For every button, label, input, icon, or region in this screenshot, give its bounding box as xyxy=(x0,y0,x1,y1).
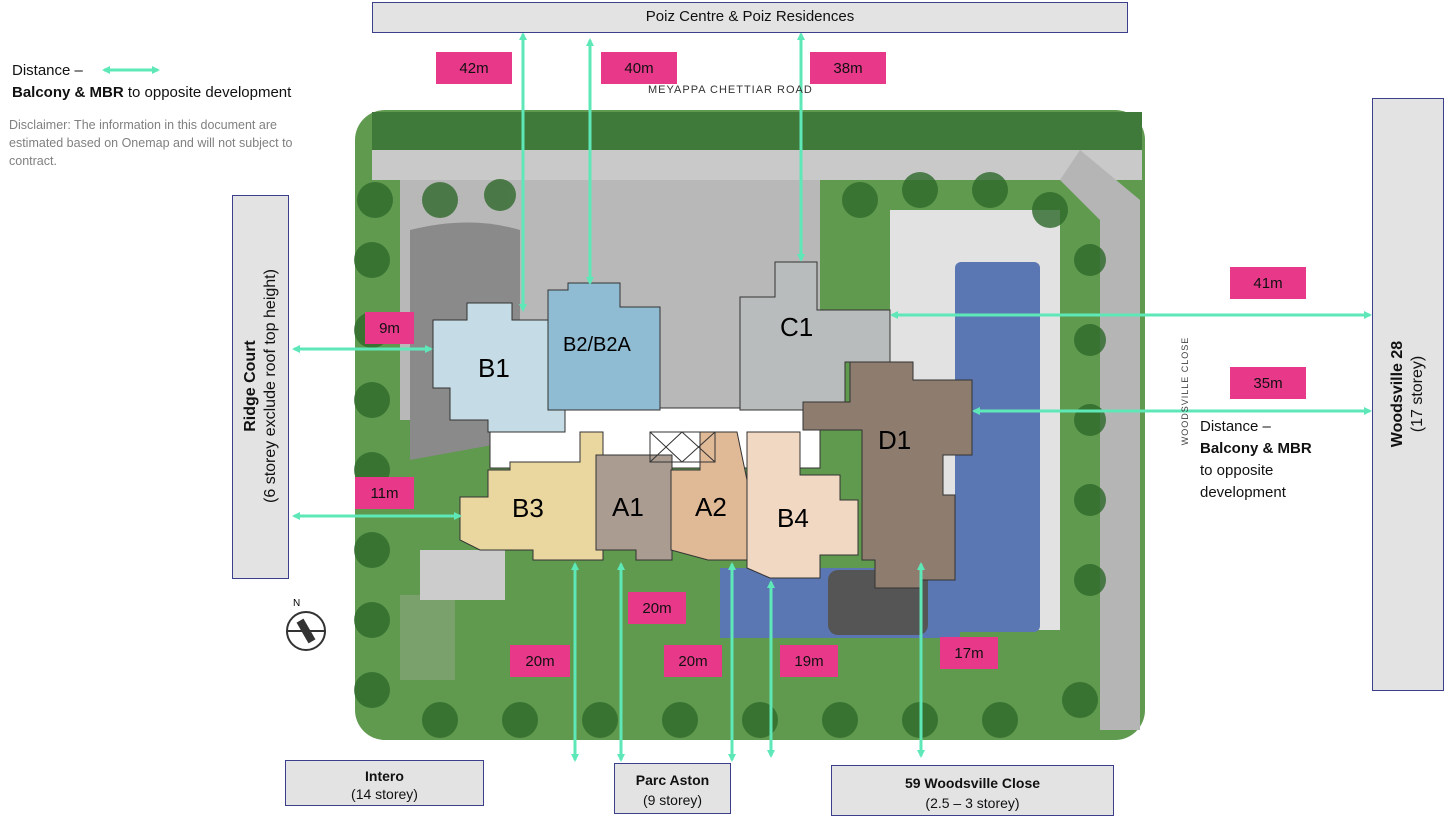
distance-tag-20m-c: 20m xyxy=(664,645,722,677)
road-top xyxy=(372,150,1142,180)
woodsville59-box: 59 Woodsville Close (2.5 – 3 storey) xyxy=(831,765,1114,816)
right-note: Distance – Balcony & MBR to opposite dev… xyxy=(1200,416,1312,504)
distance-tag-17m: 17m xyxy=(940,637,998,669)
legend-rest: to opposite development xyxy=(123,84,292,101)
distance-tag-9m: 9m xyxy=(365,312,414,344)
block-label-b3: B3 xyxy=(512,493,544,523)
intero-box: Intero (14 storey) xyxy=(285,760,484,806)
distance-tag-41m: 41m xyxy=(1230,267,1306,299)
right-note-line1: Distance – xyxy=(1200,418,1271,435)
parc-aston-name: Parc Aston xyxy=(635,772,710,788)
block-label-b4: B4 xyxy=(777,503,809,533)
distance-tag-42m: 42m xyxy=(436,52,512,84)
block-b2 xyxy=(547,282,661,411)
compass-icon xyxy=(286,611,326,651)
road-right xyxy=(1060,150,1140,730)
block-label-a1: A1 xyxy=(612,492,644,522)
woodsville59-name: 59 Woodsville Close xyxy=(904,775,1041,791)
legend: Distance – Balcony & MBR to opposite dev… xyxy=(12,60,291,104)
disclaimer: Disclaimer: The information in this docu… xyxy=(9,118,293,168)
road-top-label: MEYAPPA CHETTIAR ROAD xyxy=(648,84,813,96)
block-b4 xyxy=(746,431,859,579)
block-label-a2: A2 xyxy=(695,492,727,522)
distance-arrows xyxy=(102,32,1372,762)
block-label-b2: B2/B2A xyxy=(563,334,631,356)
right-note-line4: development xyxy=(1200,484,1286,501)
legend-bold: Balcony & MBR xyxy=(12,84,124,101)
block-label-b1: B1 xyxy=(478,353,510,383)
compass-label: N xyxy=(293,598,301,609)
pool xyxy=(955,262,1040,632)
distance-tag-20m-b: 20m xyxy=(628,592,686,624)
woodsville28-box: Woodsville 28 (17 storey) xyxy=(1372,98,1444,691)
block-d1 xyxy=(802,361,973,589)
distance-tag-40m: 40m xyxy=(601,52,677,84)
ridge-court-box: Ridge Court (6 storey exclude roof top h… xyxy=(232,195,289,579)
distance-tag-11m: 11m xyxy=(355,477,414,509)
poiz-centre-box: Poiz Centre & Poiz Residences xyxy=(372,2,1128,33)
parc-aston-sub: (9 storey) xyxy=(642,792,703,808)
ridge-court-name: Ridge Court xyxy=(242,340,259,432)
distance-tag-20m-a: 20m xyxy=(510,645,570,677)
legend-line1: Distance – xyxy=(12,62,83,79)
road-right-label: WOODSVILLE CLOSE xyxy=(1180,336,1190,446)
distance-tag-35m: 35m xyxy=(1230,367,1306,399)
distance-tag-19m: 19m xyxy=(780,645,838,677)
woodsville28-sub: (17 storey) xyxy=(1409,355,1426,433)
ridge-court-sub: (6 storey exclude roof top height) xyxy=(262,269,279,503)
intero-name: Intero xyxy=(365,768,404,784)
parc-aston-box: Parc Aston (9 storey) xyxy=(614,763,731,814)
intero-sub: (14 storey) xyxy=(351,786,418,802)
block-a1 xyxy=(595,454,673,561)
right-note-bold: Balcony & MBR xyxy=(1200,440,1312,457)
woodsville28-name: Woodsville 28 xyxy=(1389,340,1406,448)
woodsville59-sub: (2.5 – 3 storey) xyxy=(925,795,1020,811)
block-label-c1: C1 xyxy=(780,312,814,342)
block-label-d1: D1 xyxy=(878,425,912,455)
distance-tag-38m: 38m xyxy=(810,52,886,84)
right-note-line3: to opposite xyxy=(1200,462,1274,479)
block-b3 xyxy=(459,431,604,561)
